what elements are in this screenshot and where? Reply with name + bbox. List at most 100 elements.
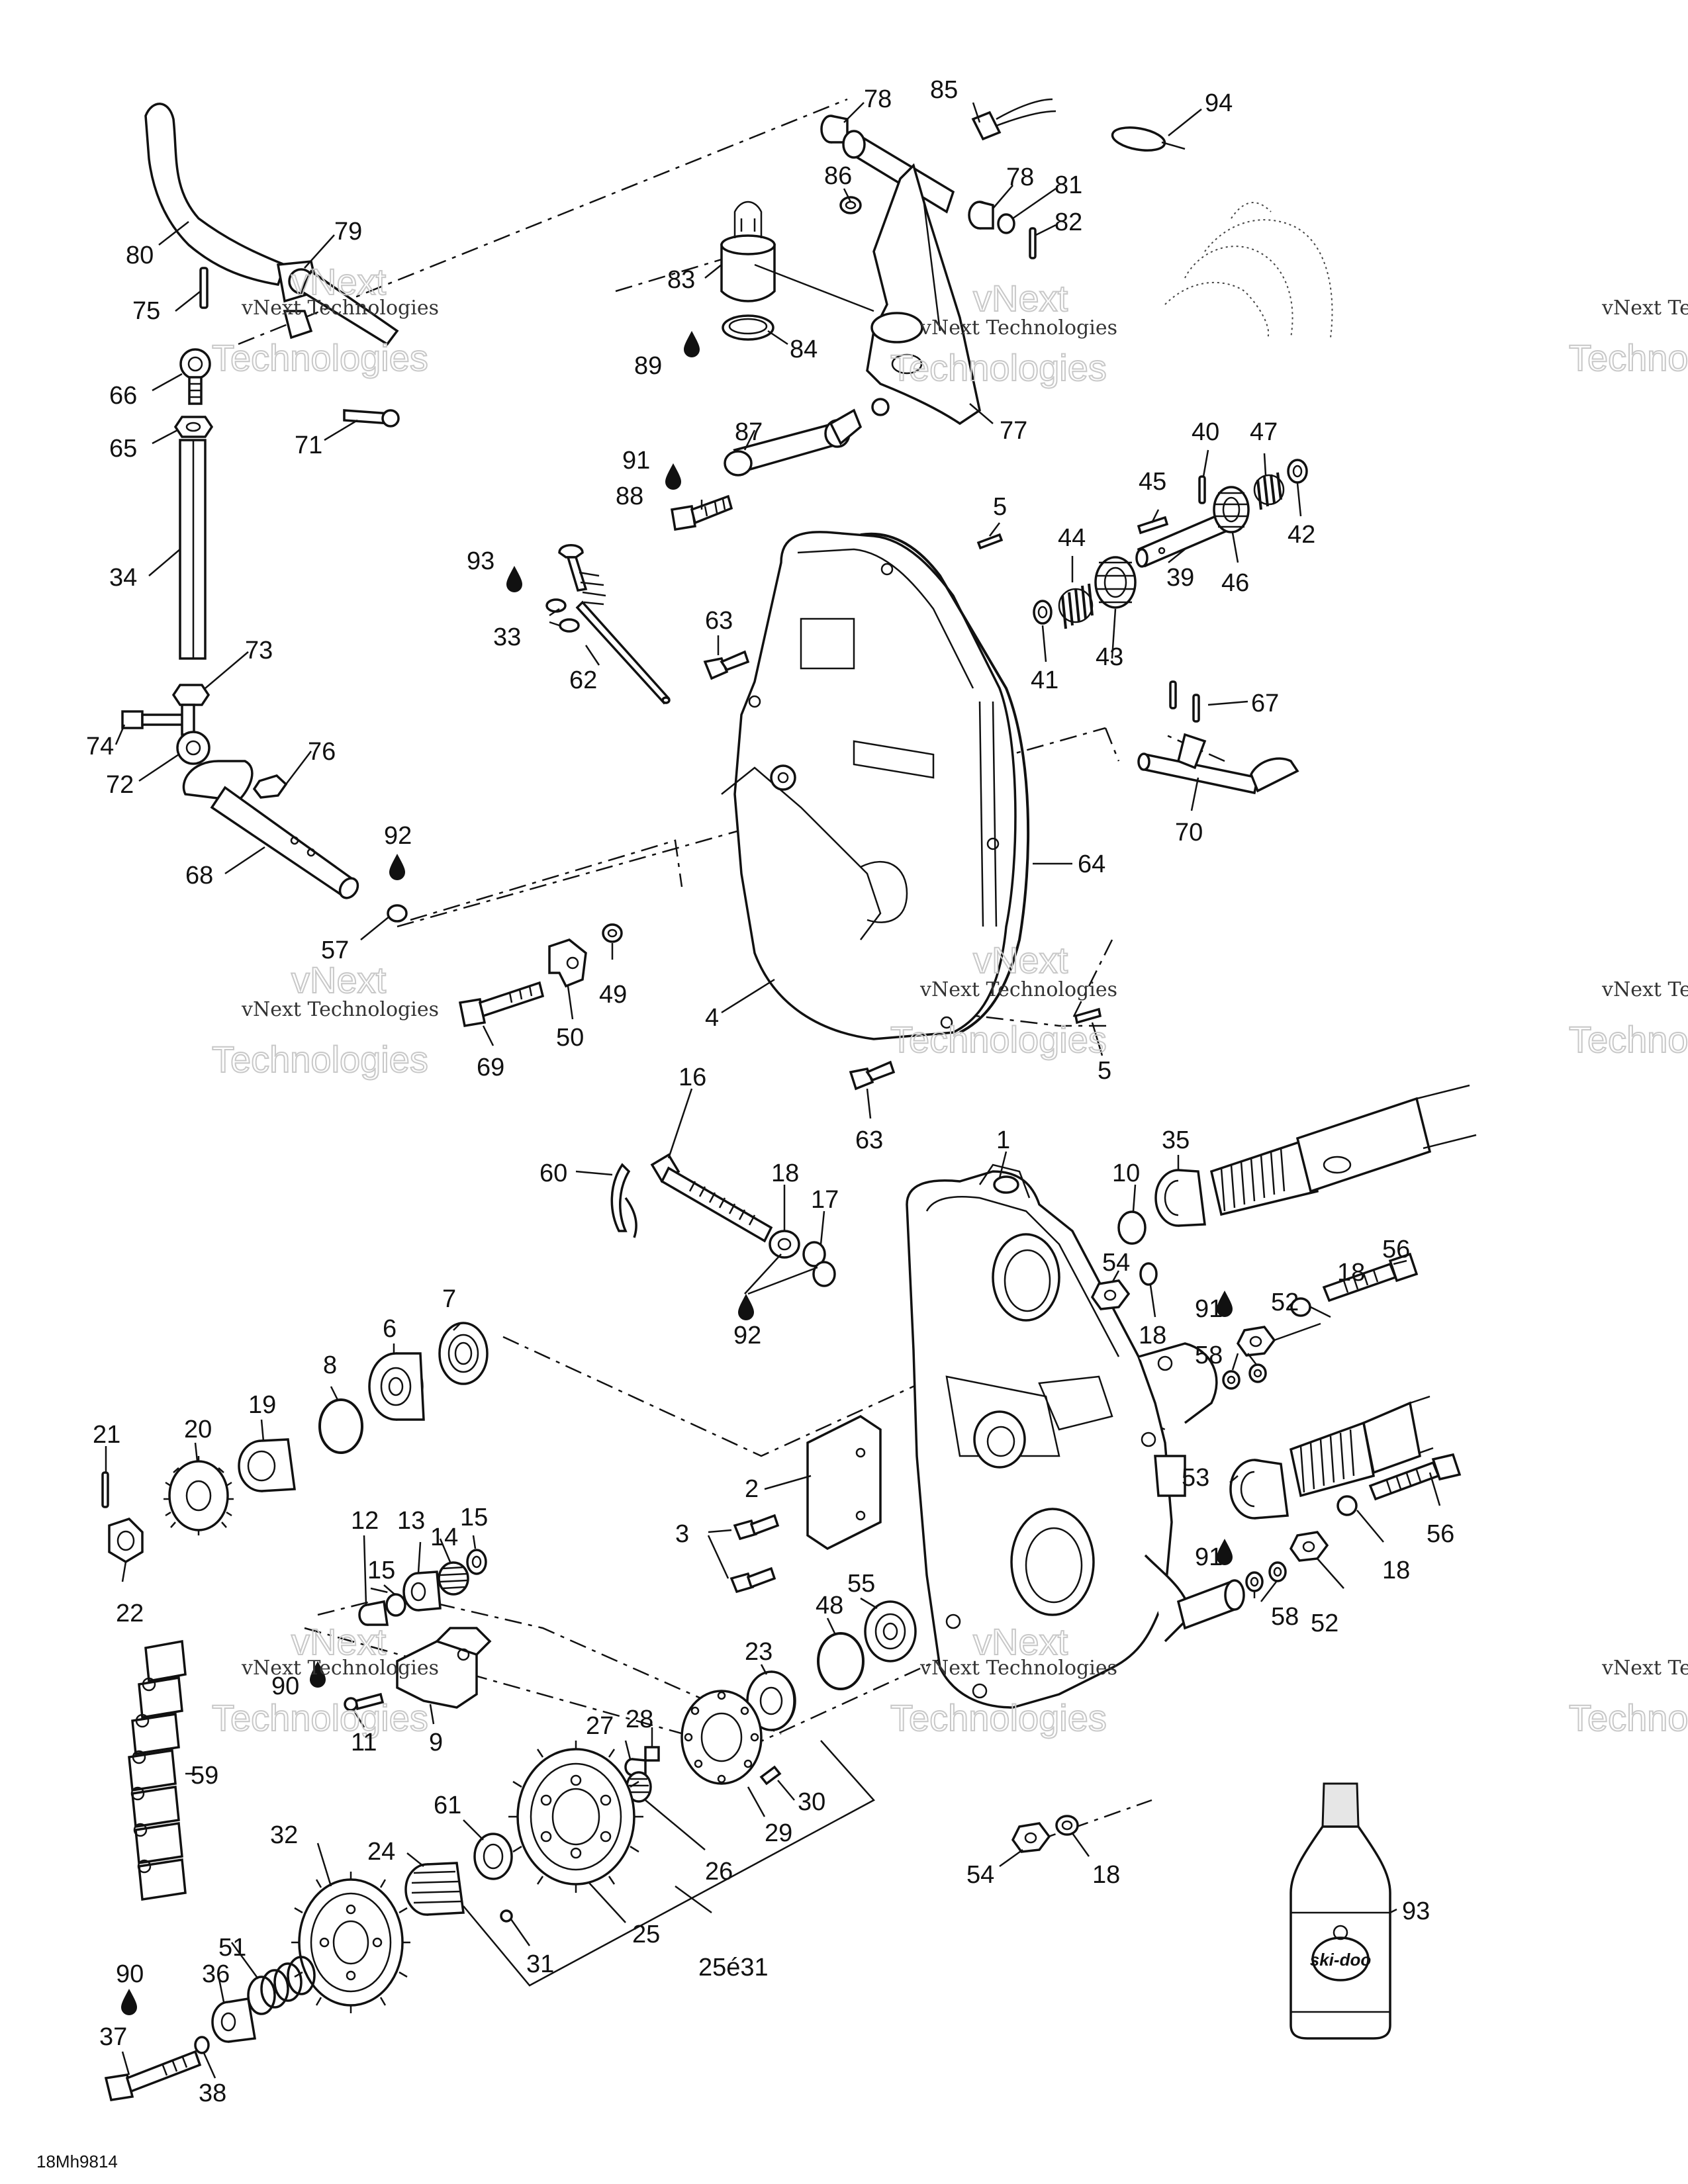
svg-text:Technologies: Technologies <box>1569 337 1688 379</box>
bracket-77 <box>842 130 981 426</box>
kit-bracket-25-31 <box>463 1740 875 1987</box>
svg-text:vNext: vNext <box>291 959 387 1001</box>
ring-84 <box>722 314 774 341</box>
callout-85: 85 <box>930 76 958 104</box>
sprocket-32 <box>291 1872 410 2013</box>
bolt-56b <box>1368 1453 1462 1501</box>
svg-text:vNext Technologies: vNext Technologies <box>241 296 439 320</box>
svg-text:Technologies: Technologies <box>1569 1697 1688 1739</box>
nut-76 <box>252 774 288 799</box>
callout-39: 39 <box>1166 564 1194 592</box>
callout-54: 54 <box>966 1861 994 1889</box>
oil-drop-93a <box>506 566 522 592</box>
oil-drop-91c <box>1217 1539 1233 1565</box>
callout-35: 35 <box>1162 1126 1190 1154</box>
svg-text:vNext: vNext <box>973 1621 1068 1662</box>
snap-ring-48 <box>817 1632 865 1690</box>
callout-28: 28 <box>626 1706 653 1733</box>
pin-40 <box>1198 475 1206 504</box>
spring-51 <box>247 1956 316 2015</box>
chaincase-housing-1 <box>906 1163 1245 1709</box>
callout-75: 75 <box>132 297 160 325</box>
washer-49 <box>602 923 623 943</box>
oil-drop-90a <box>310 1661 326 1688</box>
svg-text:vNext: vNext <box>973 277 1068 319</box>
callout-12: 12 <box>351 1507 379 1535</box>
washer-18d <box>1336 1495 1358 1516</box>
washers-58a <box>1222 1363 1267 1390</box>
bearing-55 <box>864 1600 917 1662</box>
washer-15a <box>385 1593 406 1617</box>
callout-58: 58 <box>1195 1342 1223 1369</box>
callout-40: 40 <box>1192 418 1219 446</box>
gear-46 <box>1213 486 1250 533</box>
callout-31: 31 <box>526 1950 554 1978</box>
bolts-3 <box>729 1514 780 1594</box>
callout-13: 13 <box>397 1507 425 1535</box>
callout-52: 52 <box>1271 1289 1299 1316</box>
callout-56: 56 <box>1382 1236 1410 1263</box>
callout-30: 30 <box>798 1788 825 1816</box>
callout-89: 89 <box>634 352 662 380</box>
snap-ring-8 <box>318 1398 363 1454</box>
callout-62: 62 <box>569 666 597 694</box>
callout-55: 55 <box>847 1570 875 1598</box>
callout-11: 11 <box>351 1729 377 1756</box>
callout-27: 27 <box>586 1712 614 1740</box>
callout-18: 18 <box>771 1160 799 1187</box>
callout-80: 80 <box>126 242 154 269</box>
oil-drop-89 <box>684 331 700 357</box>
svg-text:Technologies: Technologies <box>212 1697 428 1739</box>
callout-44: 44 <box>1058 524 1086 552</box>
washer-38 <box>194 2036 210 2054</box>
nut-65 <box>173 416 214 438</box>
svg-text:Technologies: Technologies <box>890 1019 1107 1060</box>
callout-90: 90 <box>116 1960 144 1988</box>
o-ring-57 <box>387 904 408 923</box>
callout-47: 47 <box>1250 418 1278 446</box>
washer-86 <box>839 196 862 214</box>
svg-text:vNext: vNext <box>291 1621 387 1662</box>
ball-joint-72 <box>176 704 211 765</box>
callout-93: 93 <box>1402 1897 1430 1925</box>
nut-52a <box>1236 1326 1276 1357</box>
callout-18: 18 <box>1337 1259 1365 1287</box>
callout-19: 19 <box>248 1391 276 1419</box>
callout-93: 93 <box>467 547 494 575</box>
rod-34 <box>179 439 207 660</box>
screw-30 <box>759 1765 782 1786</box>
bearing-7 <box>438 1322 489 1385</box>
callout-76: 76 <box>308 738 336 766</box>
svg-text:Technologies: Technologies <box>1569 1019 1688 1060</box>
watermarks: vNext Technologies vNext Technologies vN… <box>211 260 1688 1739</box>
callout-54: 54 <box>1102 1249 1130 1277</box>
plate-2 <box>806 1414 882 1551</box>
callout-65: 65 <box>109 435 137 463</box>
callout-38: 38 <box>199 2079 226 2107</box>
spring-47 <box>1253 472 1285 510</box>
brake-lever-80 <box>144 103 399 346</box>
callout-32: 32 <box>270 1821 298 1849</box>
bracket-50 <box>548 938 587 988</box>
callout-18: 18 <box>1382 1557 1410 1584</box>
svg-text:Technologies: Technologies <box>212 1038 428 1080</box>
sleeve-12 <box>358 1600 389 1626</box>
lubricant-bottle-93: ski-doo <box>1289 1782 1391 2040</box>
callout-90: 90 <box>271 1672 299 1700</box>
callout-66: 66 <box>109 382 137 410</box>
dipstick-62 <box>558 544 671 705</box>
callout-77: 77 <box>1000 417 1027 445</box>
callout-69: 69 <box>477 1054 504 1081</box>
svg-text:vNext Technologies: vNext Technologies <box>241 1657 439 1680</box>
oil-drop-92b <box>738 1253 818 1320</box>
callout-78: 78 <box>1006 163 1034 191</box>
oil-drop-92a <box>389 854 405 880</box>
callout-21: 21 <box>93 1421 120 1449</box>
callout-20: 20 <box>184 1416 212 1443</box>
shaft-68 <box>182 760 359 899</box>
bolt-56a <box>1322 1252 1419 1302</box>
screw-11 <box>344 1692 385 1711</box>
svg-text:Technologies: Technologies <box>890 347 1107 388</box>
spring-44 <box>1058 583 1094 629</box>
callout-83: 83 <box>667 266 695 294</box>
